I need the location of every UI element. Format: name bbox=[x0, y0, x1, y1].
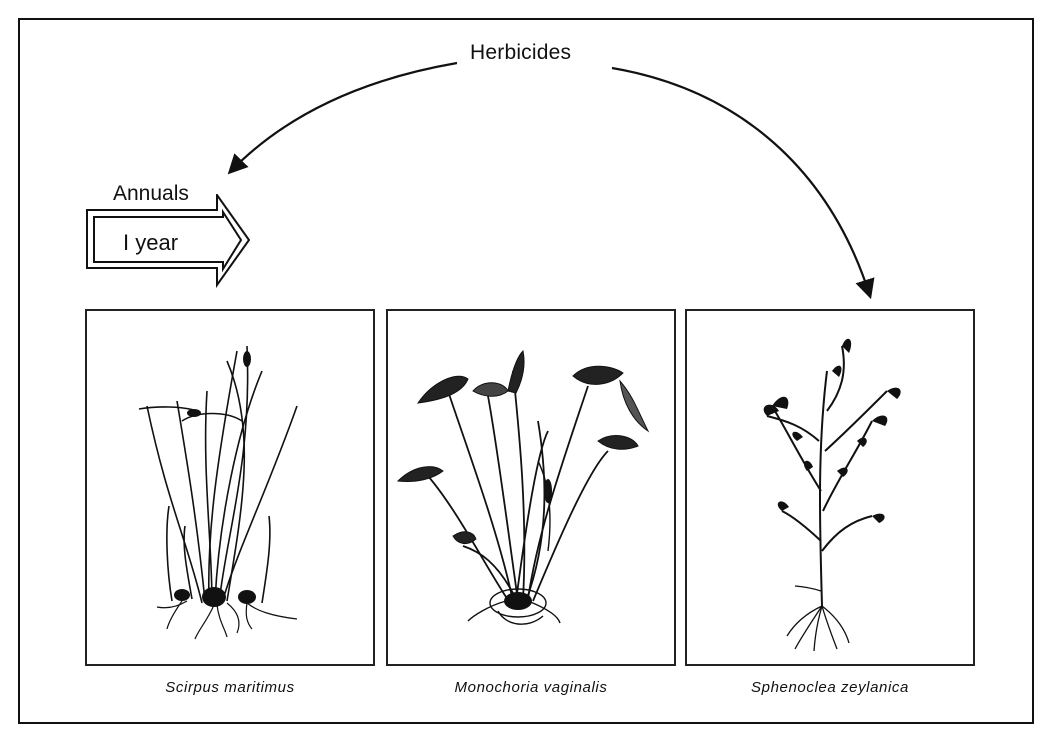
sphenoclea-illustration bbox=[763, 338, 901, 652]
arc-to-annuals bbox=[227, 61, 458, 175]
scirpus-illustration bbox=[138, 345, 298, 640]
caption-scirpus: Scirpus maritimus bbox=[165, 679, 295, 696]
annuals-label: Annuals bbox=[113, 182, 189, 205]
herbicides-label: Herbicides bbox=[470, 41, 572, 64]
duration-label: I year bbox=[123, 230, 179, 255]
monochoria-illustration bbox=[396, 349, 650, 625]
caption-sphenoclea: Sphenoclea zeylanica bbox=[751, 679, 909, 696]
panel-sphenoclea bbox=[685, 309, 975, 666]
one-year-arrow bbox=[86, 194, 251, 288]
figure-frame bbox=[18, 18, 1034, 724]
arc-to-sphenoclea bbox=[611, 66, 875, 300]
panel-scirpus bbox=[85, 309, 375, 666]
panel-monochoria bbox=[386, 309, 676, 666]
caption-monochoria: Monochoria vaginalis bbox=[454, 679, 608, 696]
